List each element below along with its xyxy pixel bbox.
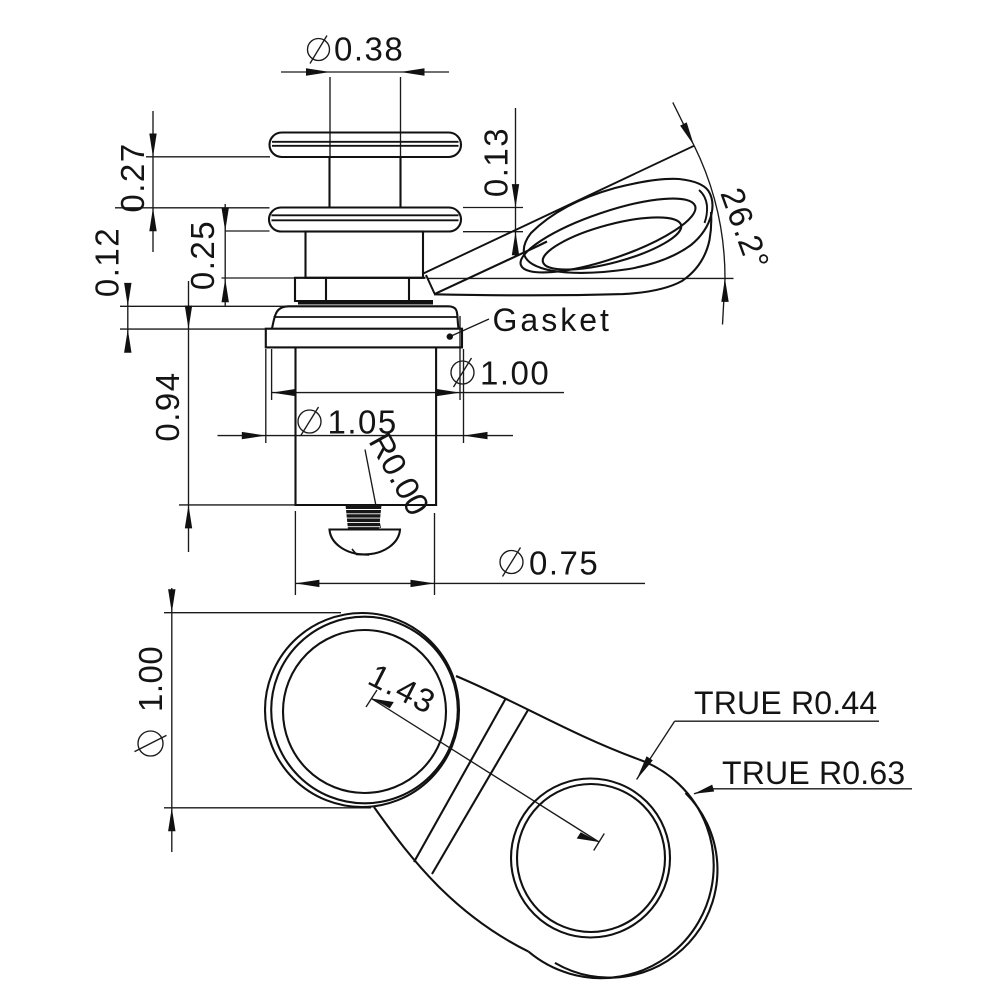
svg-text:1.00: 1.00: [132, 646, 169, 712]
svg-text:0.38: 0.38: [334, 31, 404, 68]
svg-text:1.05: 1.05: [328, 404, 398, 441]
svg-text:1.00: 1.00: [480, 355, 550, 392]
svg-text:Gasket: Gasket: [493, 302, 612, 338]
svg-text:0.13: 0.13: [478, 127, 515, 197]
svg-text:0.94: 0.94: [149, 371, 186, 441]
svg-text:TRUE R0.63: TRUE R0.63: [722, 755, 905, 791]
svg-text:0.75: 0.75: [529, 545, 599, 582]
svg-text:0.27: 0.27: [114, 142, 151, 212]
svg-text:0.12: 0.12: [89, 227, 126, 297]
svg-text:0.25: 0.25: [184, 220, 221, 290]
svg-text:TRUE R0.44: TRUE R0.44: [694, 685, 877, 721]
